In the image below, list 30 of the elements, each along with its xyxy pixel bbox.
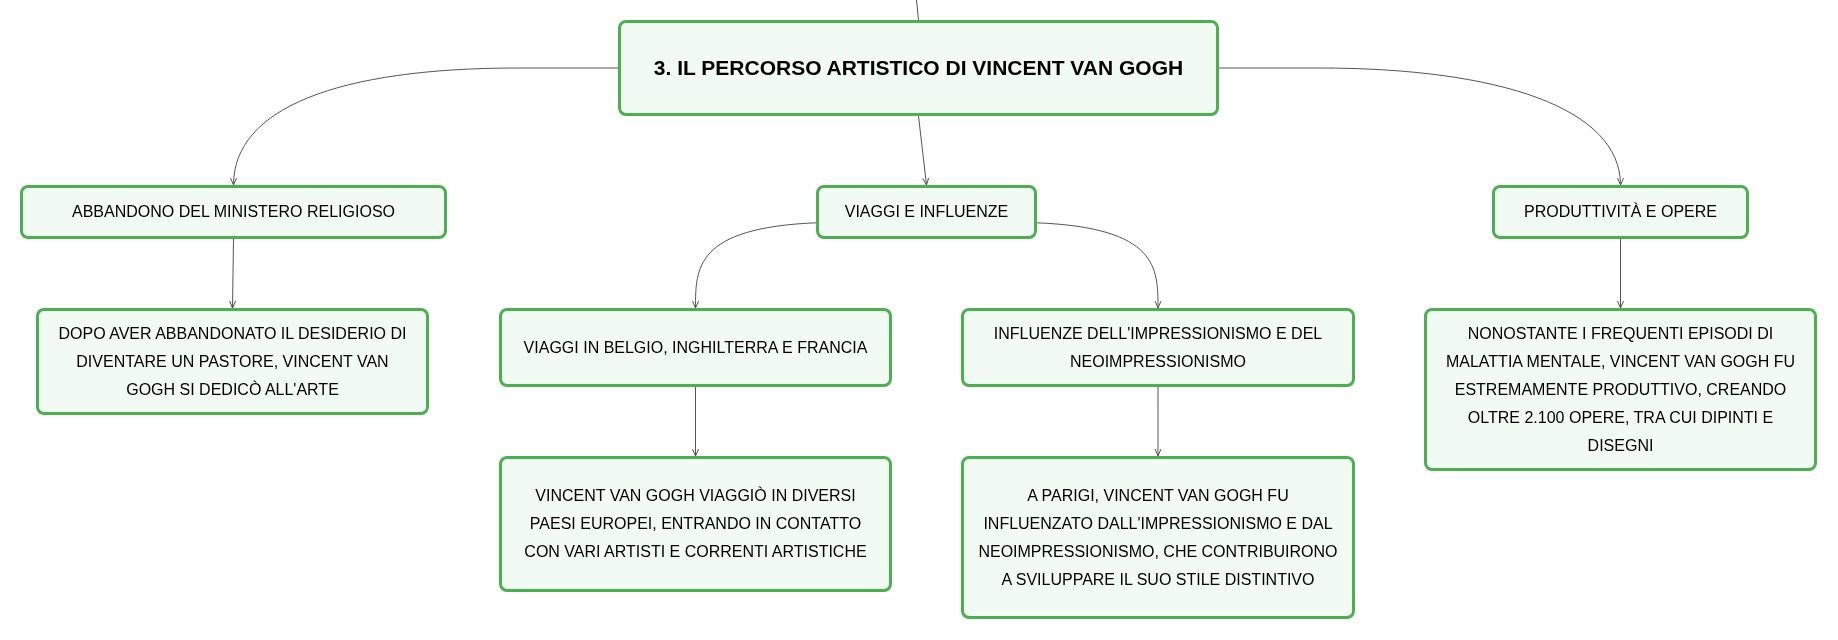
concept-box (1424, 308, 1817, 471)
node-text: NONOSTANTE I FREQUENTI EPISODI DI MALATTIA MENTALE, VINCENT VAN GOGH FU ESTREMAMENTE PRODUTTIVO, CREANDO OLTRE 2.100 OPERE, TRA CUI DIPINTI E DISEGNI (1444, 323, 1797, 456)
concept-box (961, 456, 1355, 619)
concept-box (36, 308, 429, 415)
node-text: A PARIGI, VINCENT VAN GOGH FU INFLUENZATO DALL'IMPRESSIONISMO E DAL NEOIMPRESSIONISMO, CHE CONTRIBUIRONO A SVILUPPARE IL SUO STILE DISTINTIVO (977, 485, 1339, 590)
connector (229, 238, 237, 309)
node-text: DOPO AVER ABBANDONATO IL DESIDERIO DI DIVENTARE UN PASTORE, VINCENT VAN GOGH SI DEDICÒ ALL'ARTE (57, 323, 408, 400)
concept-box (499, 456, 892, 592)
concept-box (816, 185, 1037, 239)
connector (1036, 222, 1162, 309)
connector (230, 67, 619, 186)
connector (692, 222, 817, 309)
connector (1154, 386, 1162, 457)
node-text: VINCENT VAN GOGH VIAGGIÒ IN DIVERSI PAESI EUROPEI, ENTRANDO IN CONTATTO CON VARI ARTISTI E CORRENTI ARTISTICHE (523, 485, 868, 562)
node-text: 3. IL PERCORSO ARTISTICO DI VINCENT VAN GOGH (653, 55, 1184, 82)
concept-box (961, 308, 1355, 387)
concept-box (20, 185, 447, 239)
connector (916, 0, 919, 21)
concept-box (499, 308, 892, 387)
node-text: PRODUTTIVITÀ E OPERE (1524, 201, 1717, 222)
node-text: VIAGGI IN BELGIO, INGHILTERRA E FRANCIA (523, 337, 868, 358)
node-text: ABBANDONO DEL MINISTERO RELIGIOSO (72, 202, 395, 222)
connector (918, 115, 930, 186)
concept-box (1492, 185, 1749, 239)
connector (1617, 238, 1624, 309)
connector (692, 386, 699, 457)
topic-box (618, 20, 1219, 116)
connector (1218, 67, 1624, 186)
node-text: INFLUENZE DELL'IMPRESSIONISMO E DEL NEOIMPRESSIONISMO (992, 323, 1324, 372)
node-text: VIAGGI E INFLUENZE (844, 202, 1009, 222)
